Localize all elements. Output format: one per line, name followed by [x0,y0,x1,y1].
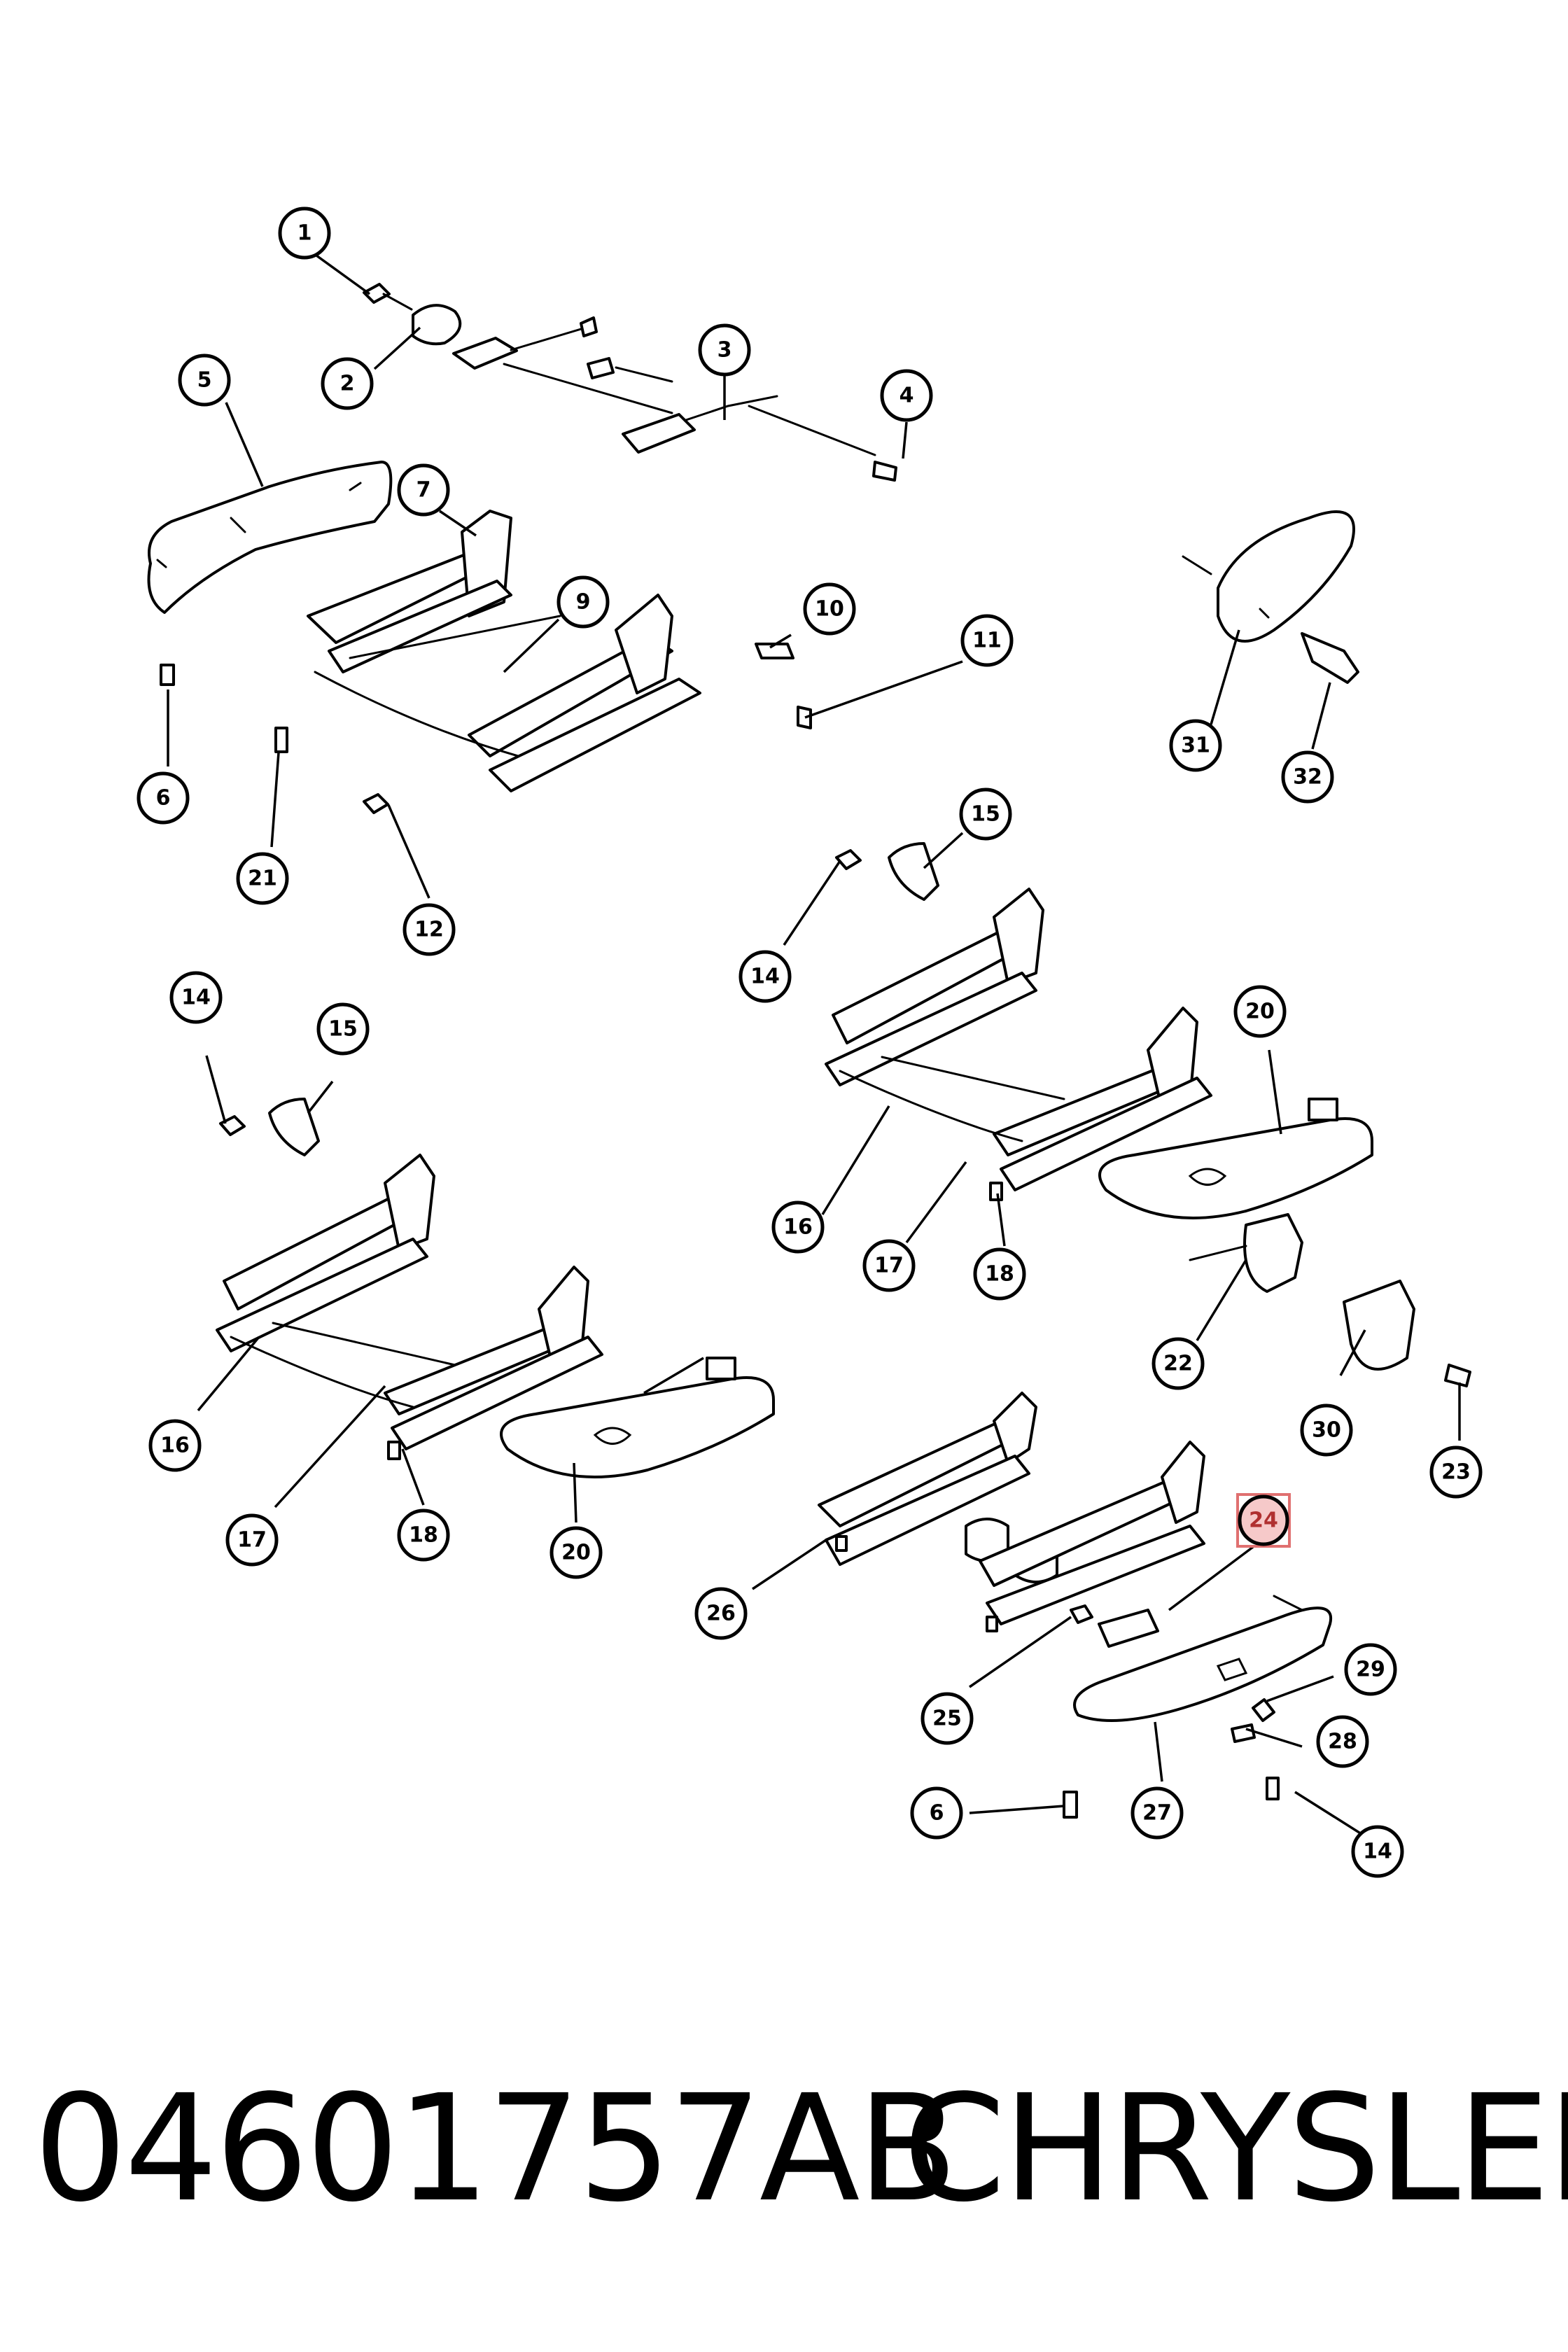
svg-text:17: 17 [874,1254,904,1278]
svg-text:12: 12 [414,918,444,942]
seat-side-cover-upper [147,461,393,614]
svg-text:14: 14 [181,986,211,1010]
footer-caption: 04601757AB CHRYSLER [0,2072,1568,2226]
callout-15-left[interactable]: 15 [316,1002,370,1056]
svg-text:3: 3 [718,338,732,363]
callout-30[interactable]: 30 [1300,1404,1353,1457]
callout-14-lower[interactable]: 14 [1351,1825,1404,1878]
callout-20-left[interactable]: 20 [550,1526,603,1579]
svg-text:31: 31 [1181,734,1210,758]
callout-24[interactable]: 24 [1236,1493,1291,1548]
svg-text:14: 14 [1363,1840,1392,1864]
callout-14-left[interactable]: 14 [169,971,223,1024]
callout-18-right[interactable]: 18 [973,1247,1026,1301]
callout-17-left[interactable]: 17 [225,1513,279,1567]
svg-text:32: 32 [1293,765,1322,790]
callout-28[interactable]: 28 [1316,1715,1369,1768]
callout-29[interactable]: 29 [1344,1643,1397,1696]
svg-text:17: 17 [237,1528,267,1553]
callout-23[interactable]: 23 [1429,1446,1483,1499]
svg-text:6: 6 [930,1801,944,1826]
power-seat-shield [1073,1606,1333,1722]
callout-17-right[interactable]: 17 [862,1239,916,1292]
callout-16-right[interactable]: 16 [771,1200,825,1254]
seat-side-cover-right [1098,1117,1373,1219]
callout-6-upper[interactable]: 6 [136,771,190,825]
callout-18-left[interactable]: 18 [397,1508,450,1562]
svg-text:15: 15 [971,802,1000,827]
callout-1[interactable]: 1 [278,206,331,260]
svg-text:27: 27 [1142,1801,1172,1826]
svg-text:22: 22 [1163,1352,1193,1376]
svg-text:28: 28 [1328,1730,1357,1754]
callout-25[interactable]: 25 [920,1692,974,1745]
callout-5[interactable]: 5 [178,354,231,407]
power-seat-adjuster [818,1392,1205,1632]
svg-text:10: 10 [815,597,844,622]
power-seat-switch [1098,1609,1159,1648]
recliner-cover [1343,1280,1415,1371]
svg-text:5: 5 [197,368,212,393]
svg-text:16: 16 [783,1215,813,1240]
svg-text:21: 21 [248,867,277,891]
callout-14-right[interactable]: 14 [738,950,792,1003]
callout-26[interactable]: 26 [694,1587,748,1640]
recliner-handle-assembly [1182,510,1359,684]
part-number-text: 04601757AB [34,2063,958,2234]
svg-text:26: 26 [706,1602,736,1626]
callout-15-right[interactable]: 15 [959,788,1012,841]
svg-text:7: 7 [416,478,431,503]
callout-bubbles: 1 2 3 4 5 6 7 9 10 11 21 12 31 32 15 14 … [136,206,1483,1878]
callout-3[interactable]: 3 [698,323,751,377]
svg-text:23: 23 [1441,1460,1471,1485]
seat-side-cover-left [500,1376,775,1478]
svg-text:20: 20 [1245,1000,1275,1024]
callout-27[interactable]: 27 [1130,1786,1184,1840]
upper-seat-track [274,510,812,814]
svg-text:30: 30 [1312,1418,1341,1443]
svg-text:24: 24 [1249,1508,1278,1533]
svg-text:25: 25 [932,1707,962,1731]
svg-text:18: 18 [985,1262,1014,1287]
callout-2[interactable]: 2 [321,357,374,410]
svg-text:1: 1 [298,221,312,246]
callout-32[interactable]: 32 [1281,750,1334,804]
right-seat-track [825,842,1212,1201]
svg-text:29: 29 [1356,1658,1385,1682]
left-seat-track [216,1098,603,1460]
svg-text:15: 15 [328,1017,358,1042]
callout-9[interactable]: 9 [556,575,610,629]
brand-name-text: CHRYSLER [903,2063,1568,2234]
callout-22[interactable]: 22 [1152,1337,1205,1390]
callout-16-left[interactable]: 16 [148,1419,202,1472]
callout-20-right[interactable]: 20 [1233,985,1287,1038]
svg-text:16: 16 [160,1434,190,1458]
svg-text:6: 6 [156,786,171,811]
parts-illustration [147,283,1471,1819]
callout-31[interactable]: 31 [1169,719,1222,772]
callout-7[interactable]: 7 [397,463,450,517]
svg-text:18: 18 [409,1523,438,1548]
callout-12[interactable]: 12 [402,903,456,956]
recliner-bracket [1243,1213,1303,1293]
svg-text:9: 9 [576,590,591,615]
callout-11[interactable]: 11 [960,614,1014,667]
callout-21[interactable]: 21 [236,852,289,905]
callout-leaders [167,254,1461,1835]
callout-10[interactable]: 10 [803,582,856,636]
svg-text:14: 14 [750,965,780,989]
svg-text:2: 2 [340,372,355,396]
adjuster-rod-assembly [363,283,897,482]
svg-text:4: 4 [899,384,914,408]
callout-4[interactable]: 4 [880,369,933,422]
callout-6-lower[interactable]: 6 [910,1786,963,1840]
svg-text:11: 11 [972,629,1002,653]
svg-text:20: 20 [561,1541,591,1565]
